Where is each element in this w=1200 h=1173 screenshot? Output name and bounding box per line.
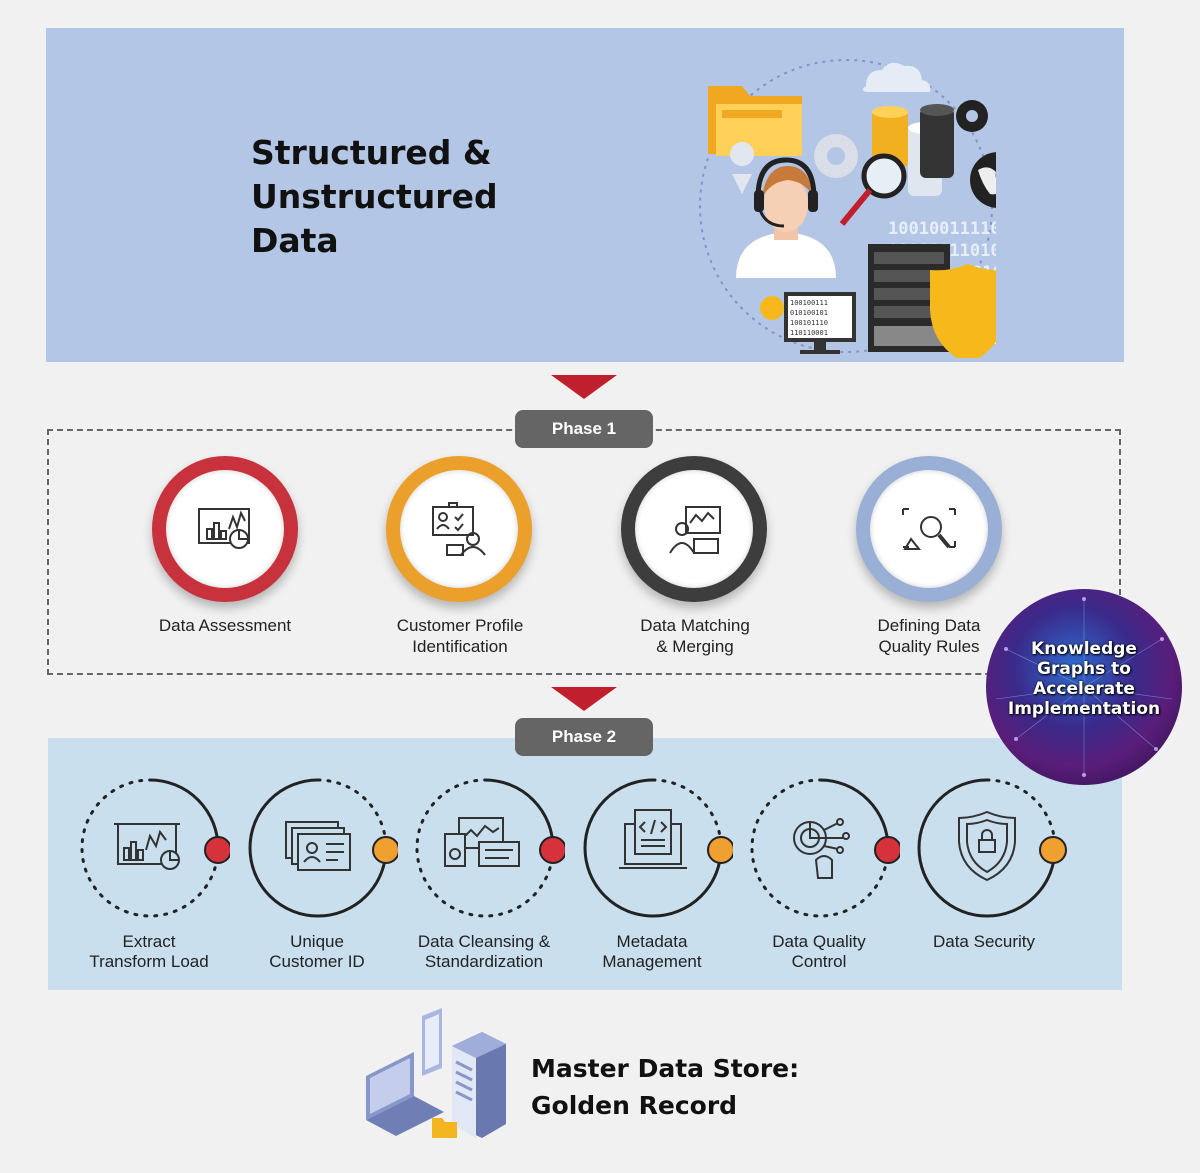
monitor-icon: 100100111 010100101 100101110 110110001 xyxy=(784,292,856,354)
laptop-icon xyxy=(366,1052,444,1136)
flow-arrow-2 xyxy=(551,687,617,711)
database-icon xyxy=(872,104,954,196)
chart-presentation-icon xyxy=(198,508,250,549)
svg-text:110110001: 110110001 xyxy=(790,329,828,337)
globe-icon xyxy=(970,152,996,208)
data-sources-banner: Structured & Unstructured Data xyxy=(46,28,1124,362)
data-support-illustration: 10010011110 01010011010 010 10 0 10 1001… xyxy=(699,59,996,358)
phase2-step-quality-control xyxy=(750,778,900,918)
status-dot xyxy=(874,836,900,864)
phase1-step-label: Data Matching & Merging xyxy=(640,616,750,656)
phase1-step-label: Customer Profile Identification xyxy=(396,616,524,656)
shield-lock-icon xyxy=(958,810,1016,882)
id-cards-icon xyxy=(285,821,351,871)
knowledge-graph-badge: Knowledge Graphs to Accelerate Implement… xyxy=(986,589,1182,785)
phase2-step-label: Data Security xyxy=(932,932,1036,951)
svg-text:100101110: 100101110 xyxy=(790,319,828,327)
folder-icon xyxy=(432,1118,457,1138)
phase2-step-label: Unique Customer ID xyxy=(269,932,365,971)
svg-text:100100111: 100100111 xyxy=(790,299,828,307)
hand-pie-chart-icon xyxy=(793,818,850,879)
server-icon xyxy=(452,1032,506,1138)
phase2-step-label: Data Cleansing & Standardization xyxy=(417,932,551,971)
magnifier-document-icon xyxy=(902,508,956,550)
code-laptop-icon xyxy=(619,809,687,869)
phase2-step-unique-id xyxy=(248,778,398,918)
phase2-container xyxy=(48,738,1122,990)
status-dot xyxy=(707,836,733,864)
phase1-step-customer-profile xyxy=(386,456,532,602)
svg-text:10010011110: 10010011110 xyxy=(888,219,996,239)
phase2-pill: Phase 2 xyxy=(515,718,653,756)
phase1-step-label: Data Assessment xyxy=(158,616,292,635)
network-graphic xyxy=(995,597,1173,777)
master-data-title: Master Data Store: Golden Record xyxy=(531,1054,800,1120)
phase2-step-security xyxy=(917,778,1067,918)
phase2-step-label: Extract Transform Load xyxy=(89,932,209,971)
phone-icon xyxy=(422,1008,442,1076)
status-dot xyxy=(372,836,398,864)
phase1-step-data-assessment xyxy=(152,456,298,602)
shield-icon xyxy=(930,264,996,358)
phase2-step-etl xyxy=(80,778,230,918)
support-agent-icon xyxy=(736,157,836,278)
folder-icon xyxy=(708,86,802,156)
status-dot xyxy=(1039,836,1067,864)
phase1-step-label: Defining Data Quality Rules xyxy=(877,616,981,656)
phase2-step-metadata xyxy=(583,778,733,918)
svg-text:010100101: 010100101 xyxy=(790,309,828,317)
gear-icon xyxy=(814,100,988,178)
phase1-step-quality-rules xyxy=(856,456,1002,602)
phase1-pill: Phase 1 xyxy=(515,410,653,448)
phase2-step-cleansing xyxy=(415,778,565,918)
magnifier-icon xyxy=(839,153,907,226)
devices-chart-icon xyxy=(444,817,520,867)
profile-board-icon xyxy=(432,502,486,556)
location-pin-icon xyxy=(730,142,755,194)
master-data-store-illustration xyxy=(366,1008,506,1138)
status-dot xyxy=(539,836,565,864)
small-gear-icon xyxy=(760,296,784,320)
analyst-monitor-icon xyxy=(669,506,721,554)
flow-arrow-1 xyxy=(551,375,617,399)
chart-presentation-icon xyxy=(114,823,180,870)
phase2-step-label: Metadata Management xyxy=(602,932,702,971)
cloud-icon xyxy=(863,62,931,92)
phase2-step-label: Data Quality Control xyxy=(772,932,866,971)
phase1-step-data-matching xyxy=(621,456,767,602)
status-dot xyxy=(204,836,230,864)
banner-title: Structured & Unstructured Data xyxy=(251,133,498,260)
